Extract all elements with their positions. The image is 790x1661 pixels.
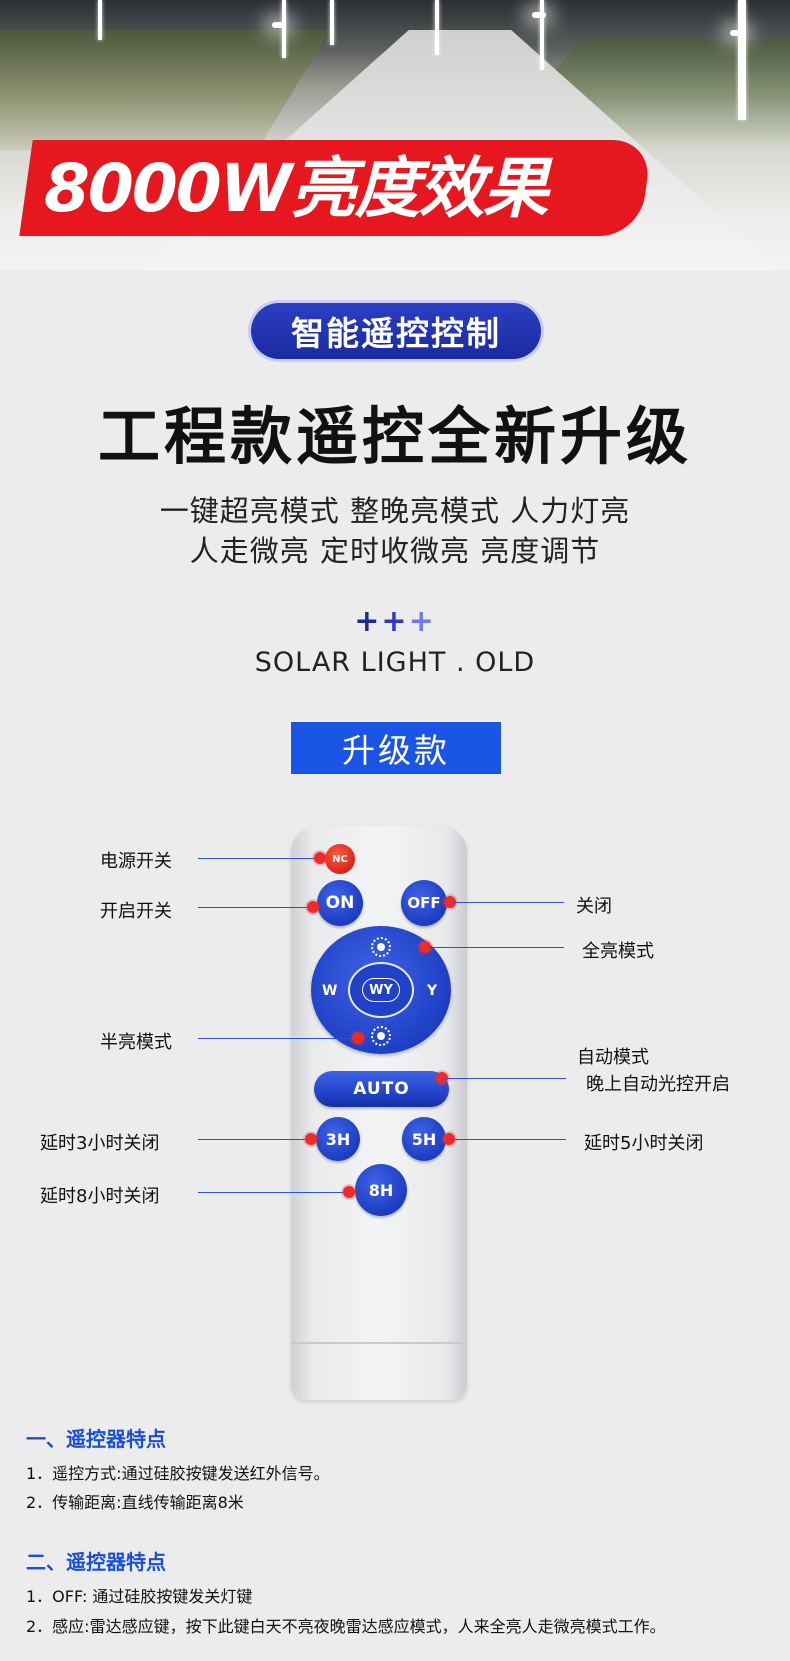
section-pill-title: 智能遥控控制 — [251, 303, 541, 359]
street-lamp-glow — [532, 12, 546, 18]
callout-delay-8h-label: 延时8小时关闭 — [40, 1186, 160, 1207]
remote-battery-seam — [291, 1342, 467, 1344]
callout-dot — [343, 1186, 355, 1198]
banner-grass-left — [0, 30, 330, 150]
street-light-pole — [98, 0, 102, 40]
callout-close-label: 关闭 — [576, 896, 612, 917]
banner-headline: 8000W亮度效果 — [44, 150, 548, 227]
callout-line — [198, 858, 318, 859]
callout-dot — [305, 1133, 317, 1145]
callout-turn-on-label: 开启开关 — [100, 901, 172, 922]
callout-dot — [419, 941, 431, 953]
callout-dot — [443, 1133, 455, 1145]
notes-section-2-title: 二、遥控器特点 — [26, 1550, 166, 1574]
plus-decoration: +++ — [354, 604, 436, 639]
callout-dot — [307, 901, 319, 913]
callout-dot — [352, 1032, 364, 1044]
dpad-center-button[interactable] — [348, 962, 414, 1018]
callout-line — [198, 1139, 310, 1140]
callout-line — [198, 1192, 348, 1193]
callout-line — [444, 1078, 566, 1079]
street-light-pole — [540, 0, 544, 70]
notes-section-1-title: 一、遥控器特点 — [26, 1427, 166, 1451]
callout-half-bright-label: 半亮模式 — [100, 1032, 172, 1053]
notes-section-1-item: 2．传输距离:直线传输距离8米 — [26, 1493, 244, 1512]
5h-button[interactable]: 5H — [402, 1117, 446, 1161]
wy-toggle-button[interactable]: WY — [362, 978, 400, 1002]
callout-delay-5h-label: 延时5小时关闭 — [584, 1133, 704, 1154]
street-light-pole — [435, 0, 439, 55]
callout-full-bright-label: 全亮模式 — [582, 941, 654, 962]
dpad-y-label[interactable]: Y — [427, 983, 438, 999]
callout-line — [198, 1038, 358, 1039]
off-button[interactable]: OFF — [401, 880, 447, 926]
notes-section-2-item: 1．OFF: 通过硅胶按键发关灯键 — [26, 1587, 253, 1606]
feature-line-1: 一键超亮模式 整晚亮模式 人力灯亮 — [159, 494, 631, 528]
notes-section-1-item: 1．遥控方式:通过硅胶按键发送红外信号。 — [26, 1464, 330, 1483]
street-lamp-glow — [272, 22, 286, 28]
callout-line — [428, 947, 564, 948]
8h-button[interactable]: 8H — [355, 1164, 407, 1216]
dpad-w-label[interactable]: W — [322, 983, 338, 999]
upgrade-badge: 升级款 — [291, 722, 501, 774]
on-button[interactable]: ON — [317, 880, 363, 926]
notes-section-2-item: 2．感应:雷达感应键，按下此键白天不亮夜晚雷达感应模式，人来全亮人走微亮模式工作… — [26, 1617, 666, 1636]
3h-button[interactable]: 3H — [316, 1117, 360, 1161]
feature-line-2: 人走微亮 定时收微亮 亮度调节 — [189, 534, 601, 568]
main-title: 工程款遥控全新升级 — [97, 400, 692, 473]
callout-power-label: 电源开关 — [100, 851, 172, 872]
callout-line — [450, 1139, 566, 1140]
callout-dot — [436, 1072, 448, 1084]
street-light-pole — [330, 0, 334, 45]
callout-line — [452, 902, 564, 903]
half-bright-sun-icon[interactable] — [371, 1026, 391, 1046]
callout-line — [198, 907, 310, 908]
street-lamp-glow — [730, 30, 744, 36]
remote-control — [291, 826, 467, 1400]
callout-delay-3h-label: 延时3小时关闭 — [40, 1133, 160, 1154]
street-light-pole — [738, 0, 746, 120]
nc-power-button[interactable]: NC — [325, 844, 355, 874]
auto-button[interactable]: AUTO — [314, 1071, 449, 1107]
callout-dot — [444, 896, 456, 908]
solar-light-label: SOLAR LIGHT . OLD — [254, 647, 536, 678]
callout-auto-desc-label: 晚上自动光控开启 — [586, 1074, 730, 1095]
callout-dot — [314, 852, 326, 864]
full-bright-sun-icon[interactable] — [371, 937, 391, 957]
callout-auto-mode-label: 自动模式 — [577, 1047, 649, 1068]
street-light-pole — [282, 0, 286, 58]
